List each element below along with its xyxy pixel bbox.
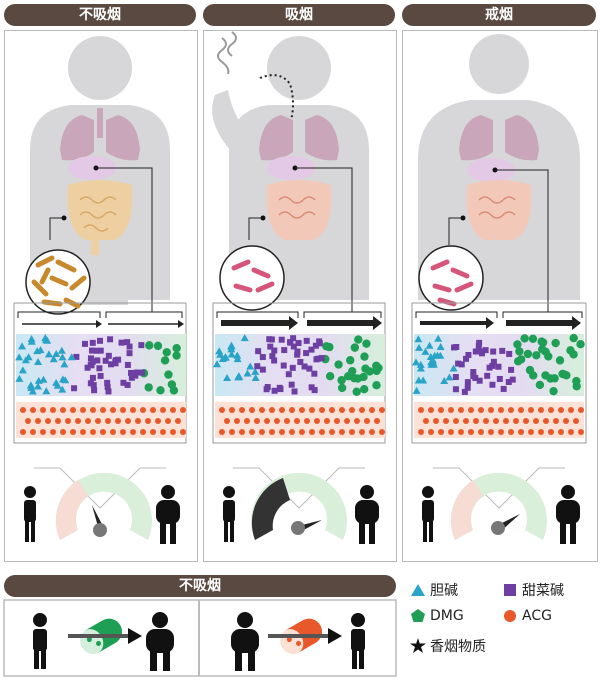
legend-item-choline: 胆碱 (410, 580, 458, 600)
bacteria-magnifier-quit (418, 245, 484, 311)
flow-arrowhead (289, 316, 298, 330)
connector-dot (460, 215, 466, 221)
flow-arrowhead (178, 320, 184, 328)
person-heavy-icon (355, 485, 379, 544)
transfer-arrowhead (128, 628, 142, 644)
person-figures (24, 485, 580, 544)
connector-line (248, 217, 263, 240)
connector-line (96, 167, 153, 312)
connector-dot (260, 215, 266, 221)
flow-arrow (307, 320, 373, 326)
legend-label: 胆碱 (430, 583, 458, 599)
metabolite-particles-smoker (213, 334, 385, 435)
legend-item-dmg: DMG (410, 608, 464, 624)
connector-dot (61, 215, 67, 221)
star-icon (410, 638, 426, 653)
legend: 胆碱 甜菜碱 DMG ACG 香烟物质 (410, 580, 595, 670)
person-heavy-icon (156, 485, 180, 544)
bracket (216, 311, 299, 318)
metabolite-particles-nonsmoker (15, 334, 186, 435)
panel-title: 戒烟 (485, 7, 513, 23)
intestine-quit (466, 180, 532, 240)
circle-icon (504, 610, 516, 622)
bracket (502, 311, 583, 318)
person-slim-icon (422, 486, 434, 542)
legend-item-acg: ACG (502, 608, 552, 624)
square-icon (504, 584, 516, 596)
legend-label: ACG (522, 608, 552, 624)
flow-arrow (420, 321, 486, 325)
panel-title: 不吸烟 (79, 7, 121, 23)
intestine-smoker (266, 180, 332, 240)
legend-label: 香烟物质 (430, 639, 486, 655)
person-slim-icon (24, 486, 36, 542)
flow-arrow (506, 320, 572, 326)
connector-line (448, 217, 463, 245)
gauge-smoker (233, 467, 365, 540)
legend-label: DMG (430, 608, 464, 624)
panel-header-smoker: 吸烟 (203, 4, 395, 26)
bracket (105, 311, 183, 318)
flow-arrowhead (572, 316, 581, 330)
bracket (303, 311, 382, 318)
person-heavy-icon (231, 612, 259, 671)
flow-arrowhead (96, 320, 102, 328)
pentagon-icon (411, 609, 425, 622)
triangle-icon (411, 584, 425, 596)
metabolite-particles-quit (412, 333, 585, 435)
connector-line (295, 167, 353, 312)
person-heavy-icon (146, 612, 174, 671)
smoke (217, 31, 237, 75)
connector-line (495, 169, 549, 312)
flow-arrowhead (486, 317, 494, 329)
stomach-nonsmoker (68, 156, 116, 180)
legend-label: 甜菜碱 (522, 583, 564, 599)
person-slim-icon (351, 613, 365, 669)
divider (198, 600, 200, 676)
detail-box-quit (411, 302, 587, 444)
flow-arrow (221, 320, 289, 326)
bacteria-magnifier-nonsmoker (25, 249, 91, 315)
stomach-smoker (267, 156, 315, 180)
person-slim-icon (223, 486, 235, 542)
bottom-panel (3, 599, 397, 677)
legend-item-cigarette: 香烟物质 (410, 636, 486, 656)
person-heavy-icon (556, 485, 580, 544)
gauge-nonsmoker (34, 467, 166, 540)
lungs-quit (459, 115, 539, 161)
bottom-figures (33, 612, 365, 671)
lungs-smoker (259, 115, 339, 161)
transfer-arrowhead (328, 628, 342, 644)
lungs-nonsmoker (60, 108, 140, 161)
stomach-quit (467, 158, 515, 182)
flow-arrowhead (373, 316, 382, 330)
panel-header-quit: 戒烟 (402, 4, 596, 26)
bracket (17, 311, 101, 318)
connector-line (49, 217, 64, 240)
bottom-header: 不吸烟 (4, 575, 396, 597)
person-slim-icon (33, 613, 47, 669)
smoke-particles-path (259, 74, 294, 125)
panel-title: 吸烟 (285, 7, 313, 23)
panel-header-nonsmoker: 不吸烟 (4, 4, 196, 26)
intestine-nonsmoker (67, 180, 133, 255)
bottom-title: 不吸烟 (179, 578, 221, 594)
bacteria-magnifier-smoker (219, 245, 285, 311)
bracket (415, 311, 498, 318)
legend-item-betaine: 甜菜碱 (502, 580, 564, 600)
gauge-quit (433, 467, 565, 540)
